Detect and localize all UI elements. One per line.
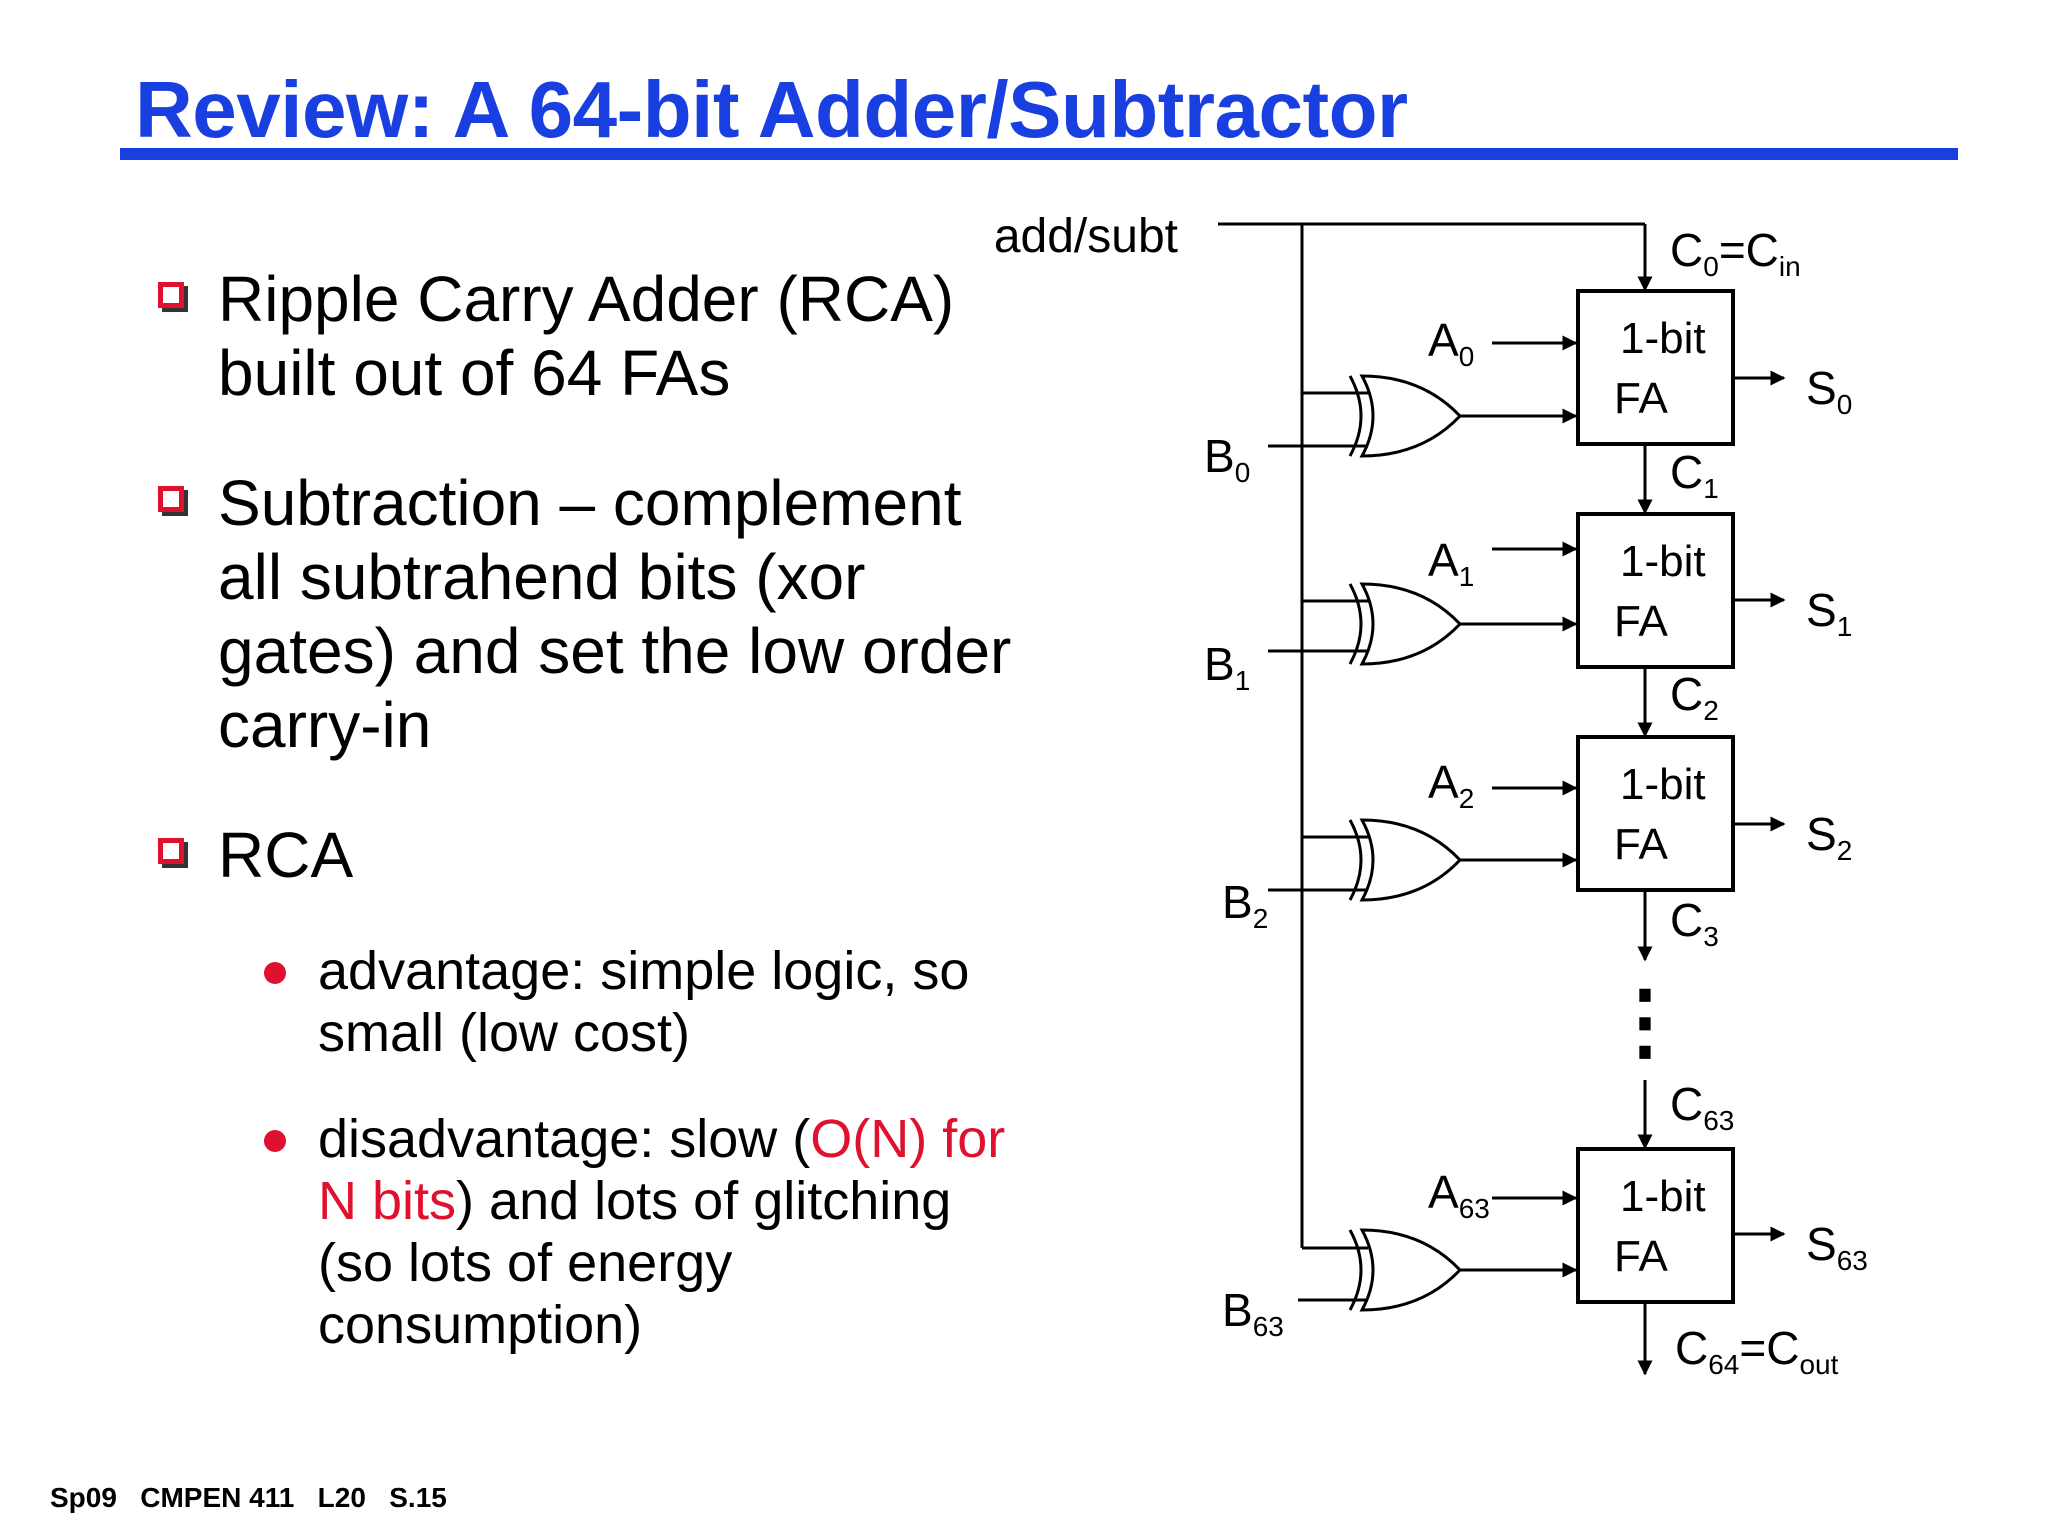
carry-label: C3 <box>1670 894 1719 952</box>
bullet-text: Ripple Carry Adder (RCA) built out of 64… <box>218 263 955 409</box>
dot-bullet-icon <box>264 1130 286 1152</box>
full-adder-block <box>1576 512 1735 669</box>
bullet-rca-summary: RCA <box>158 818 1038 892</box>
carry-label: C2 <box>1670 668 1719 726</box>
stage-63: C63 1-bit FA A63 B63 S63 <box>1222 1078 1868 1376</box>
a-input-label: A1 <box>1428 534 1474 592</box>
add-subt-label: add/subt <box>994 210 1178 263</box>
sum-label: S0 <box>1806 362 1852 420</box>
carry-label: C1 <box>1670 446 1719 504</box>
b-input-label: B1 <box>1204 638 1250 696</box>
slide-title: Review: A 64-bit Adder/Subtractor <box>135 65 1408 154</box>
square-bullet-icon <box>158 838 188 868</box>
carry-out-label: C64=Cout <box>1675 1322 1839 1380</box>
carry-label: C63 <box>1670 1078 1734 1136</box>
block-label: 1-bit <box>1620 760 1706 809</box>
title-underline <box>120 148 1958 160</box>
a-input-label: A0 <box>1428 314 1474 372</box>
ellipsis-dots: ⋮ <box>1603 974 1687 1068</box>
stage-0: 1-bit FA A0 B0 S0 C1 <box>1204 289 1852 515</box>
bullet-subtraction: Subtraction – complement all subtrahend … <box>158 466 1038 762</box>
b-input-label: B0 <box>1204 430 1250 488</box>
full-adder-block <box>1576 1147 1735 1304</box>
b-input-label: B63 <box>1222 1284 1284 1342</box>
square-bullet-icon <box>158 486 188 516</box>
full-adder-block <box>1576 289 1735 446</box>
sum-label: S2 <box>1806 808 1852 866</box>
sub-bullet-text: advantage: simple logic, so small (low c… <box>318 941 970 1063</box>
a-input-label: A2 <box>1428 756 1474 814</box>
stage-1: 1-bit FA A1 B1 S1 C2 <box>1204 512 1852 738</box>
stage-2: 1-bit FA A2 B2 S2 C3 <box>1222 735 1852 962</box>
b-input-label: B2 <box>1222 876 1268 934</box>
xor-gate <box>1348 1228 1462 1312</box>
bullet-rca: Ripple Carry Adder (RCA) built out of 64… <box>158 262 1038 410</box>
bullet-text: Subtraction – complement all subtrahend … <box>218 467 1012 761</box>
carry-in-label: C0=Cin <box>1670 224 1801 282</box>
square-bullet-icon <box>158 282 188 312</box>
block-label: 1-bit <box>1620 1172 1706 1221</box>
sum-label: S63 <box>1806 1218 1868 1276</box>
sub-bullet-advantage: advantage: simple logic, so small (low c… <box>264 940 1038 1064</box>
block-label: FA <box>1614 597 1668 646</box>
bullet-text: RCA <box>218 819 354 891</box>
block-label: FA <box>1614 820 1668 869</box>
sub-bullet-disadvantage: disadvantage: slow (O(N) for N bits) and… <box>264 1108 1038 1356</box>
sub-bullet-text: disadvantage: slow (O(N) for N bits) and… <box>318 1109 1006 1355</box>
full-adder-block <box>1576 735 1735 892</box>
a-input-label: A63 <box>1428 1166 1490 1224</box>
dot-bullet-icon <box>264 962 286 984</box>
slide-footer: Sp09 CMPEN 411 L20 S.15 <box>50 1482 447 1513</box>
block-label: FA <box>1614 374 1668 423</box>
block-label: 1-bit <box>1620 537 1706 586</box>
xor-gate <box>1348 818 1462 902</box>
complexity-highlight: O(N) for N bits <box>318 1109 1006 1231</box>
sum-label: S1 <box>1806 584 1852 642</box>
block-label: 1-bit <box>1620 314 1706 363</box>
xor-gate <box>1348 374 1462 458</box>
block-label: FA <box>1614 1232 1668 1281</box>
